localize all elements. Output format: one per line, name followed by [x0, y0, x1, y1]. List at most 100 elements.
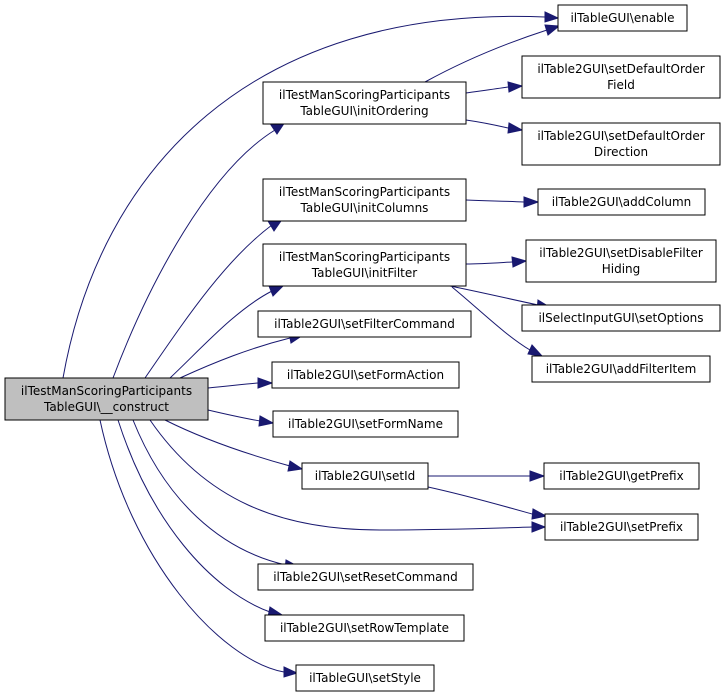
node-setid[interactable]: ilTable2GUI\setId — [301, 462, 429, 490]
node-label-line: ilTable2GUI\setPrefix — [560, 520, 683, 534]
node-initfilter[interactable]: ilTestManScoringParticipantsTableGUI\ini… — [262, 243, 467, 287]
node-box[interactable] — [257, 563, 474, 591]
edge-root-setformname — [207, 409, 261, 422]
edge-initordering-setdefaultorderdirection-head — [507, 122, 524, 134]
node-label-line: ilTable2GUI\setRowTemplate — [280, 621, 449, 635]
edge-root-setstyle-head — [283, 666, 299, 678]
edge-initordering-setdefaultorderfield — [465, 86, 509, 94]
edge-initfilter-setdisablefilterhiding — [465, 261, 513, 265]
node-box[interactable] — [537, 188, 706, 216]
edge-root-setfiltercommand — [179, 337, 291, 379]
node-label-line: ilSelectInputGUI\setOptions — [538, 311, 703, 325]
edge-root-setprefix — [149, 419, 533, 531]
edge-initcolumns-addcolumn-head — [523, 196, 540, 208]
edge-setid-setprefix-head — [531, 508, 548, 520]
node-label-line: ilTable2GUI\addColumn — [552, 195, 692, 209]
node-box[interactable] — [4, 377, 209, 421]
node-box[interactable] — [544, 513, 699, 541]
node-getprefix[interactable]: ilTable2GUI\getPrefix — [543, 462, 700, 490]
node-box[interactable] — [521, 304, 721, 332]
node-label-line: Field — [607, 78, 635, 92]
edge-initordering-setdefaultorderfield-head — [507, 81, 524, 93]
node-box[interactable] — [257, 310, 472, 338]
node-box[interactable] — [525, 239, 717, 283]
edge-initfilter-addfilteritem — [451, 286, 531, 351]
node-box[interactable] — [264, 614, 465, 642]
node-label-line: ilTable2GUI\setId — [315, 469, 416, 483]
node-setstyle[interactable]: ilTableGUI\setStyle — [295, 664, 435, 692]
edge-initfilter-addfilteritem-head — [527, 344, 544, 357]
node-box[interactable] — [262, 243, 467, 287]
node-label-line: ilTable2GUI\setDefaultOrder — [537, 129, 704, 143]
node-setrowtpl[interactable]: ilTable2GUI\setRowTemplate — [264, 614, 465, 642]
edge-root-enable-head — [544, 11, 560, 23]
node-box[interactable] — [262, 81, 467, 125]
edge-initfilter-setdisablefilterhiding-head — [511, 256, 528, 268]
edge-initordering-setdefaultorderdirection — [465, 119, 509, 129]
node-root[interactable]: ilTestManScoringParticipantsTableGUI\__c… — [4, 377, 209, 421]
node-label-line: ilTableGUI\setStyle — [309, 671, 421, 685]
edge-root-setid — [164, 419, 291, 467]
node-enable[interactable]: ilTableGUI\enable — [557, 4, 688, 32]
edge-initcolumns-addcolumn — [465, 199, 525, 203]
edge-root-setformname-head — [258, 415, 275, 427]
edge-root-setresetcommand — [132, 419, 287, 566]
node-setfiltcmd[interactable]: ilTable2GUI\setFilterCommand — [257, 310, 472, 338]
node-label-line: ilTable2GUI\addFilterItem — [546, 362, 697, 376]
node-box[interactable] — [531, 355, 711, 383]
edge-root-initfilter-head — [268, 284, 286, 297]
edge-root-setrowtemplate — [117, 419, 271, 613]
node-label-line: ilTable2GUI\setResetCommand — [273, 570, 458, 584]
edge-root-setformaction — [207, 382, 259, 389]
node-box[interactable] — [271, 361, 460, 389]
node-label-line: TableGUI\initOrdering — [299, 104, 428, 118]
node-label-line: ilTestManScoringParticipants — [279, 88, 450, 102]
node-box[interactable] — [272, 410, 459, 438]
node-setformact[interactable]: ilTable2GUI\setFormAction — [271, 361, 460, 389]
node-setformname[interactable]: ilTable2GUI\setFormName — [272, 410, 459, 438]
node-setresetcmd[interactable]: ilTable2GUI\setResetCommand — [257, 563, 474, 591]
edge-root-enable — [62, 15, 546, 379]
edge-root-initcolumns — [144, 224, 273, 379]
node-label-line: TableGUI\initFilter — [311, 266, 417, 280]
edge-setid-getprefix-head — [529, 470, 546, 482]
edge-root-setformaction-head — [257, 377, 274, 389]
edge-initordering-enable-head — [544, 24, 561, 36]
node-label-line: Hiding — [602, 262, 641, 276]
edge-root-initfilter — [169, 290, 273, 379]
node-box[interactable] — [295, 664, 435, 692]
node-setoptions[interactable]: ilSelectInputGUI\setOptions — [521, 304, 721, 332]
node-addcolumn[interactable]: ilTable2GUI\addColumn — [537, 188, 706, 216]
node-box[interactable] — [262, 178, 467, 222]
edge-root-setid-head — [287, 460, 304, 472]
edge-initfilter-setoptions — [449, 285, 539, 306]
node-label-line: TableGUI\initColumns — [300, 201, 429, 215]
edge-root-initordering — [112, 129, 276, 379]
node-box[interactable] — [543, 462, 700, 490]
node-label-line: ilTestManScoringParticipants — [279, 250, 450, 264]
node-box[interactable] — [301, 462, 429, 490]
edge-root-setstyle — [99, 419, 285, 673]
edge-root-setprefix-head — [531, 521, 547, 533]
node-label-line: ilTable2GUI\setDisableFilter — [539, 246, 703, 260]
node-initord[interactable]: ilTestManScoringParticipantsTableGUI\ini… — [262, 81, 467, 125]
node-box[interactable] — [521, 55, 721, 99]
node-box[interactable] — [557, 4, 688, 32]
node-label-line: TableGUI\__construct — [43, 400, 169, 414]
function-nodes: ilTestManScoringParticipantsTableGUI\__c… — [4, 4, 721, 692]
node-label-line: ilTestManScoringParticipants — [21, 384, 192, 398]
node-label-line: ilTestManScoringParticipants — [279, 185, 450, 199]
node-label-line: Direction — [594, 145, 648, 159]
node-box[interactable] — [521, 122, 721, 166]
node-initcols[interactable]: ilTestManScoringParticipantsTableGUI\ini… — [262, 178, 467, 222]
node-addfiltitem[interactable]: ilTable2GUI\addFilterItem — [531, 355, 711, 383]
node-label-line: ilTable2GUI\getPrefix — [559, 469, 683, 483]
node-label-line: ilTable2GUI\setDefaultOrder — [537, 62, 704, 76]
edge-initordering-enable — [424, 29, 548, 83]
node-setprefix[interactable]: ilTable2GUI\setPrefix — [544, 513, 699, 541]
node-label-line: ilTable2GUI\setFilterCommand — [274, 317, 455, 331]
